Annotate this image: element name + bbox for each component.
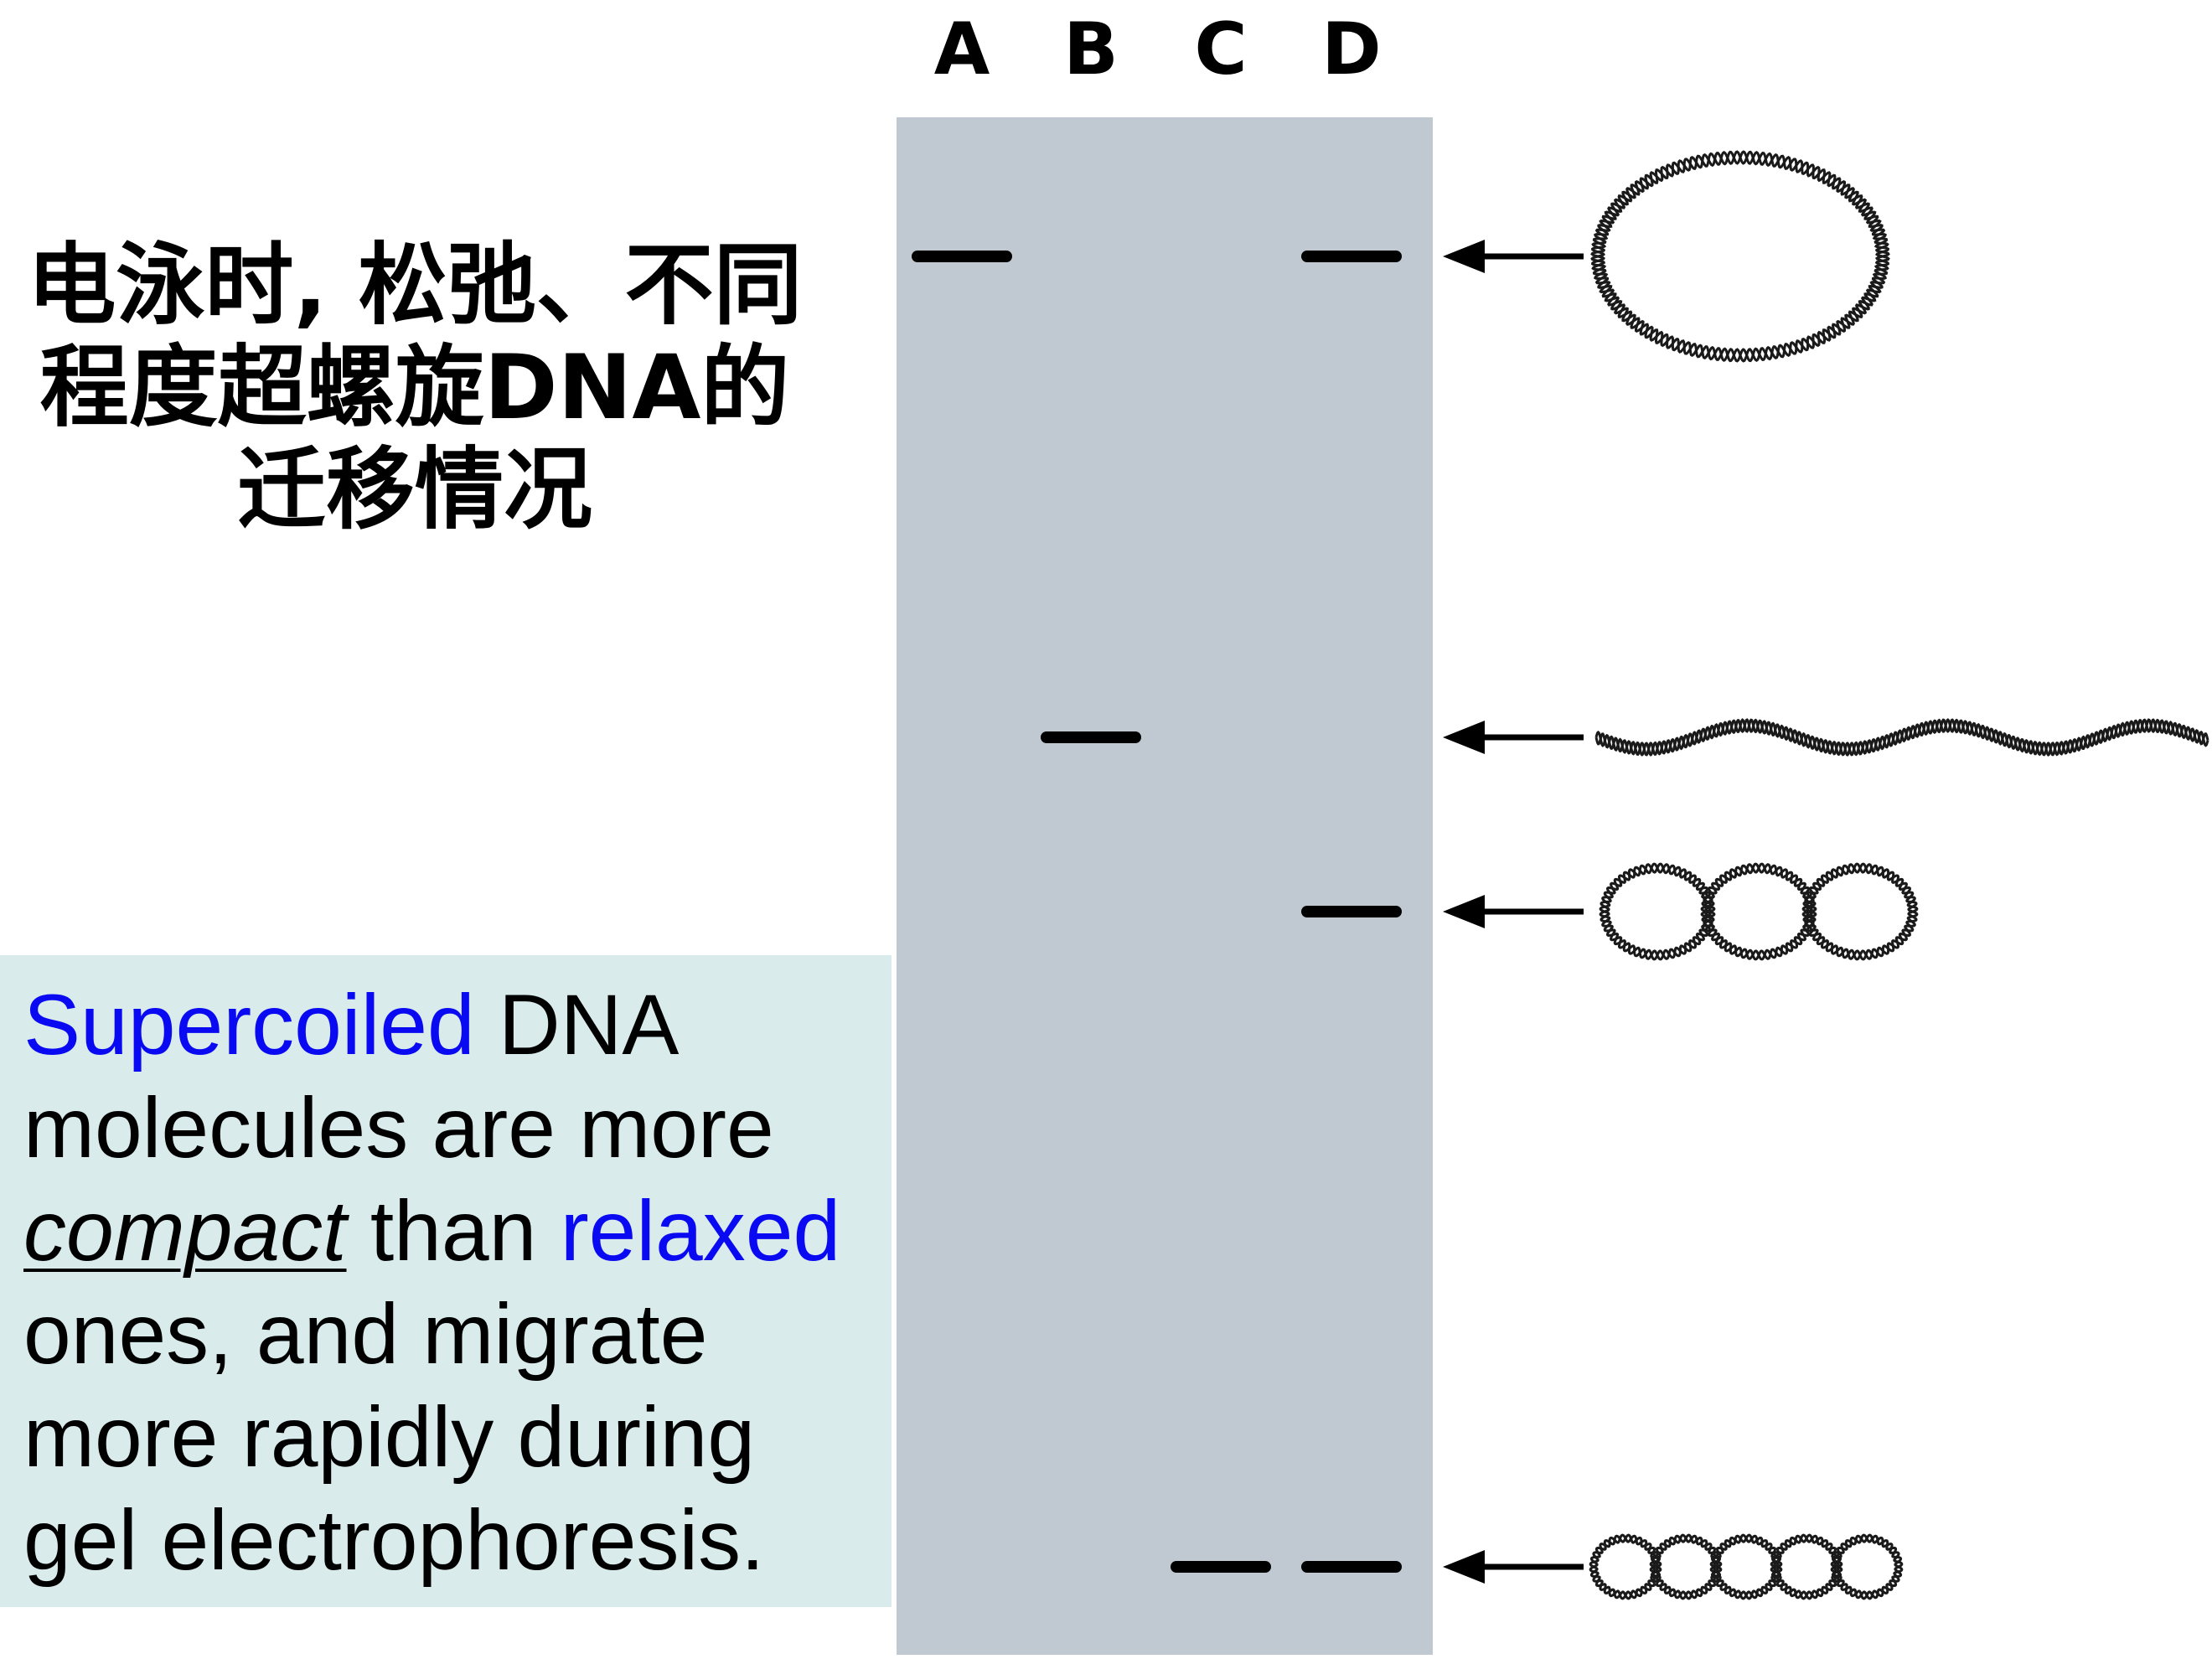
explanation-line-4: ones, and migrate xyxy=(23,1286,708,1382)
band-lane-d-level-3 xyxy=(1301,906,1402,917)
explanation-line-2: molecules are more xyxy=(23,1080,774,1176)
band-lane-d-level-4 xyxy=(1301,1561,1402,1573)
explanation-line-3: compact than relaxed xyxy=(23,1180,840,1283)
title-line-1: 电泳时, 松弛、不同 xyxy=(27,234,803,337)
title-line-3: 迁移情况 xyxy=(237,438,592,541)
term-supercoiled: Supercoiled xyxy=(23,977,475,1072)
dna-forms xyxy=(1589,150,2209,1600)
explanation-line-1: Supercoiled DNA xyxy=(23,974,840,1077)
relaxed-circle-icon xyxy=(1590,150,1890,363)
partially-supercoiled-icon xyxy=(1599,862,1919,961)
explanation-line-5: more rapidly during xyxy=(23,1389,756,1485)
band-lane-a-level-1 xyxy=(912,251,1012,262)
arrow-icon xyxy=(1443,240,1584,273)
linear-dna-icon xyxy=(1594,718,2209,757)
term-dna: DNA xyxy=(474,977,680,1072)
explanation-text: Supercoiled DNA molecules are more compa… xyxy=(23,974,840,1592)
band-lane-b-level-2 xyxy=(1041,731,1141,743)
explanation-line-6: gel electrophoresis. xyxy=(23,1492,765,1588)
title-line-2: 程度超螺旋DNA的 xyxy=(39,336,790,439)
band-lane-c-level-4 xyxy=(1171,1561,1271,1573)
lane-label-d: D xyxy=(1321,8,1381,91)
term-relaxed: relaxed xyxy=(560,1183,841,1279)
arrow-icon xyxy=(1443,1550,1584,1584)
arrow-icon xyxy=(1443,721,1584,754)
term-compact: compact xyxy=(23,1183,347,1279)
term-than: than xyxy=(346,1183,561,1279)
arrows xyxy=(1443,240,1584,1584)
gel xyxy=(897,117,1433,1655)
arrow-icon xyxy=(1443,895,1584,928)
bands xyxy=(912,251,1402,1573)
title: 电泳时, 松弛、不同 程度超螺旋DNA的 迁移情况 xyxy=(25,235,804,541)
lane-label-c: C xyxy=(1194,8,1247,91)
supercoiled-icon xyxy=(1589,1533,1904,1600)
lane-label-a: A xyxy=(934,8,990,91)
lane-label-b: B xyxy=(1063,8,1119,91)
band-lane-d-level-1 xyxy=(1301,251,1402,262)
explanation-box: Supercoiled DNA molecules are more compa… xyxy=(0,955,892,1607)
